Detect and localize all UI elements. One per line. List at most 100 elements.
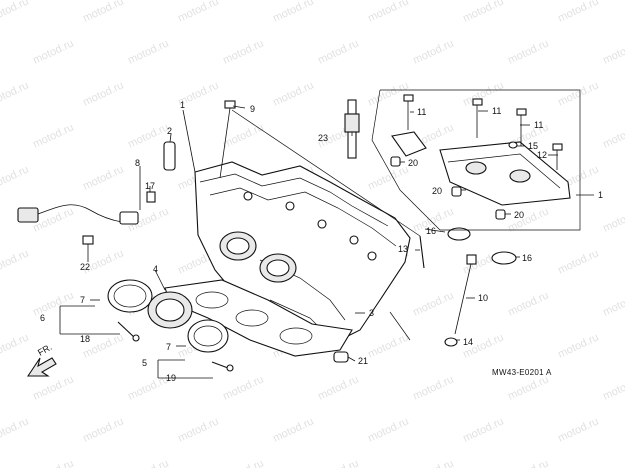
callout-16b: 16 (522, 253, 532, 263)
callout-7b: 7 (166, 342, 171, 352)
callout-9: 9 (250, 104, 255, 114)
watermark-text: motod.ru (271, 415, 315, 444)
callout-20a: 20 (408, 158, 418, 168)
watermark-text: motod.ru (126, 457, 170, 468)
bolt-22[interactable] (82, 235, 94, 250)
watermark-text: motod.ru (0, 163, 31, 192)
watermark-text: motod.ru (601, 121, 625, 150)
holder-bolt[interactable] (403, 94, 563, 170)
watermark-text: motod.ru (411, 37, 455, 66)
watermark-text: motod.ru (81, 415, 125, 444)
camshaft-holder[interactable] (391, 131, 571, 206)
watermark-text: motod.ru (31, 373, 75, 402)
callout-11a: 11 (417, 107, 426, 117)
watermark-text: motod.ru (461, 79, 505, 108)
insulator-clamp-6[interactable] (107, 279, 153, 313)
callout-20b: 20 (432, 186, 442, 196)
callout-22: 22 (80, 262, 90, 272)
watermark-text: motod.ru (556, 0, 600, 25)
leader-lines (59, 89, 594, 379)
spark-plug[interactable] (344, 99, 360, 159)
callout-5: 5 (142, 358, 147, 368)
watermark-text: motod.ru (271, 79, 315, 108)
callout-13: 13 (398, 244, 408, 254)
watermark-text: motod.ru (221, 121, 265, 150)
watermark-text: motod.ru (316, 457, 360, 468)
callout-7a: 7 (80, 295, 85, 305)
watermark-text: motod.ru (316, 37, 360, 66)
watermark-text: motod.ru (176, 0, 220, 25)
head-gasket[interactable] (164, 279, 353, 357)
washer-14[interactable] (444, 337, 458, 347)
callout-labels: 1 2 9 23 11 11 11 15 12 20 20 20 8 17 22… (40, 100, 603, 383)
callout-16a: 16 (426, 226, 436, 236)
watermark-text: motod.ru (601, 37, 625, 66)
callout-23: 23 (318, 133, 328, 143)
sleeve-2[interactable] (163, 141, 176, 171)
callout-3: 3 (369, 308, 374, 318)
o-ring-16a[interactable] (447, 227, 471, 241)
callout-8: 8 (135, 158, 140, 168)
callout-20c: 20 (514, 210, 524, 220)
watermark-text: motod.ru (601, 373, 625, 402)
watermark-text: motod.ru (0, 0, 31, 25)
watermark-text: motod.ru (366, 163, 410, 192)
diagram-code: MW43-E0201 A (492, 368, 552, 377)
stud-bolt-13[interactable] (419, 235, 425, 269)
watermark-text: motod.ru (31, 457, 75, 468)
watermark-text: motod.ru (506, 37, 550, 66)
front-direction-arrow: FR. (26, 342, 57, 377)
dowel-21[interactable] (333, 351, 349, 363)
watermark-text: motod.ru (271, 0, 315, 25)
watermark-text: motod.ru (366, 415, 410, 444)
clamp-screw-19[interactable] (211, 361, 234, 372)
watermark-text: motod.ru (411, 289, 455, 318)
insulator-4[interactable] (147, 291, 193, 329)
watermark-text: motod.ru (461, 415, 505, 444)
callout-10: 10 (478, 293, 488, 303)
callout-14: 14 (463, 337, 473, 347)
callout-18: 18 (80, 334, 90, 344)
callout-12: 12 (537, 150, 547, 160)
watermark-text: motod.ru (556, 331, 600, 360)
direction-label: FR. (36, 342, 54, 358)
watermark-text: motod.ru (221, 457, 265, 468)
watermark-text: motod.ru (176, 415, 220, 444)
callout-19: 19 (166, 373, 176, 383)
watermark-text: motod.ru (221, 37, 265, 66)
clamp-screw-18[interactable] (117, 321, 140, 342)
watermark-text: motod.ru (221, 373, 265, 402)
watermark-text: motod.ru (366, 0, 410, 25)
watermark-text: motod.ru (31, 289, 75, 318)
callout-4: 4 (153, 264, 158, 274)
washer-15[interactable] (508, 141, 518, 149)
callout-21: 21 (358, 356, 368, 366)
stud-bolt-10[interactable] (454, 254, 477, 335)
watermark-text: motod.ru (461, 0, 505, 25)
insulator-clamp-5[interactable] (187, 319, 229, 353)
watermark-text: motod.ru (0, 247, 31, 276)
watermark-text: motod.ru (81, 79, 125, 108)
callout-17: 17 (145, 181, 155, 191)
o-ring-16b[interactable] (491, 251, 517, 265)
temperature-sensor[interactable] (17, 204, 139, 225)
watermark-text: motod.ru (126, 37, 170, 66)
watermark-text: motod.ru (601, 289, 625, 318)
watermark-text: motod.ru (601, 205, 625, 234)
watermark-text: motod.ru (0, 79, 31, 108)
watermark-text: motod.ru (31, 37, 75, 66)
callout-2: 2 (167, 126, 172, 136)
watermark-text: motod.ru (506, 373, 550, 402)
callout-15: 15 (528, 141, 538, 151)
watermark-text: motod.ru (316, 373, 360, 402)
bolt-17[interactable] (146, 191, 156, 203)
watermark-text: motod.ru (556, 247, 600, 276)
watermark-text: motod.ru (411, 457, 455, 468)
watermark-text: motod.ru (366, 331, 410, 360)
watermark-text: motod.ru (366, 79, 410, 108)
dowel-pin[interactable] (390, 156, 506, 220)
callout-6: 6 (40, 313, 45, 323)
watermark-text: motod.ru (601, 457, 625, 468)
head-bolt-9[interactable] (219, 100, 236, 179)
